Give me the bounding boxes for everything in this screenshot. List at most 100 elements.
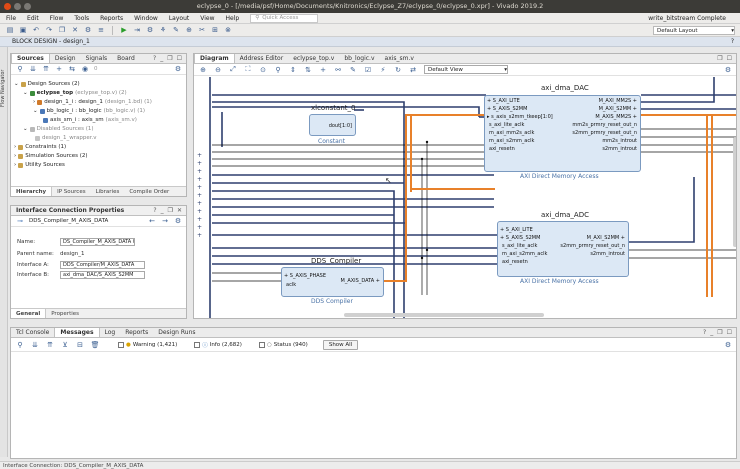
tab-tcl-console[interactable]: Tcl Console <box>16 329 50 336</box>
program-icon[interactable]: ⚙ <box>146 26 154 34</box>
name-field[interactable]: DS_Compiler_M_AXIS_DATA 0 <box>60 238 135 246</box>
delete-icon[interactable]: ✕ <box>72 26 78 34</box>
layout-icon[interactable]: ⊞ <box>212 26 218 34</box>
close-icon[interactable]: ✕ <box>176 207 182 214</box>
restore-icon[interactable]: ❐ <box>717 55 723 62</box>
help-icon[interactable]: ? <box>730 38 734 45</box>
fit-selection-icon[interactable]: ⛶ <box>245 65 251 73</box>
tab-general[interactable]: General <box>11 309 47 318</box>
interface-a-field[interactable]: DDS_Compiler/M_AXIS_DATA <box>60 261 145 269</box>
quick-access-input[interactable]: ⚲ Quick Access <box>250 13 319 23</box>
minimize-icon[interactable]: _ <box>710 329 714 336</box>
tab-eclypse-top[interactable]: eclypse_top.v <box>293 55 335 62</box>
menu-view[interactable]: View <box>200 14 215 22</box>
layout-select[interactable]: Default Layout ▾ <box>653 26 735 35</box>
menu-flow[interactable]: Flow <box>49 14 64 22</box>
debug-icon[interactable]: ⚘ <box>159 26 167 34</box>
copy-icon[interactable]: ❐ <box>58 26 66 34</box>
new-project-icon[interactable]: ▤ <box>6 26 14 34</box>
bitstream-icon[interactable]: ⊕ <box>186 26 192 34</box>
tree-axis-sm[interactable]: axis_sm_i : axis_sm(axis_sm.v) <box>43 116 137 124</box>
connect-icon[interactable]: ⚯ <box>335 65 341 74</box>
menu-layout[interactable]: Layout <box>168 14 190 22</box>
tab-design-runs[interactable]: Design Runs <box>158 329 196 336</box>
tab-compile-order[interactable]: Compile Order <box>129 189 170 195</box>
diagram-canvas[interactable]: +++++++++++ xlconstant_0 dout[1:0] Const… <box>194 77 736 318</box>
select-icon[interactable]: ⊙ <box>260 65 266 74</box>
tree-wrapper[interactable]: design_1_wrapper.v <box>35 134 97 142</box>
zoom-in-icon[interactable]: ⊕ <box>200 65 206 74</box>
validate-icon[interactable]: ☑ <box>364 65 372 74</box>
tab-hierarchy[interactable]: Hierarchy <box>11 187 53 196</box>
cancel-icon[interactable]: ⊗ <box>225 26 231 34</box>
restore-icon[interactable]: ❐ <box>717 329 723 336</box>
run-icon[interactable]: ▶ <box>121 26 127 34</box>
menu-file[interactable]: File <box>6 14 17 22</box>
tab-ip-sources[interactable]: IP Sources <box>57 189 86 195</box>
undo-icon[interactable]: ↶ <box>33 26 39 34</box>
move-icon[interactable]: ⇆ <box>69 65 75 73</box>
tree-utility-sources[interactable]: ›Utility Sources <box>14 162 65 168</box>
tab-reports[interactable]: Reports <box>125 329 149 336</box>
tree-eclypse-top[interactable]: ⌄eclypse_top(eclypse_top.v) (2) <box>23 90 127 96</box>
maximize-icon[interactable]: ☐ <box>726 55 732 62</box>
delete-icon[interactable]: 🗑 <box>90 340 100 349</box>
menu-window[interactable]: Window <box>134 14 158 22</box>
settings-icon[interactable]: ⚙ <box>84 26 92 34</box>
menu-edit[interactable]: Edit <box>27 14 39 22</box>
help-icon[interactable]: ? <box>153 207 157 214</box>
minimize-icon[interactable]: _ <box>160 207 164 214</box>
horizontal-scrollbar[interactable] <box>344 313 544 317</box>
expand-all-icon[interactable]: ⇈ <box>47 340 53 349</box>
help-icon[interactable]: ? <box>153 55 157 62</box>
collapse-all-icon[interactable]: ⇊ <box>30 65 36 73</box>
dds-block[interactable]: + S_AXIS_PHASE aclk M_AXIS_DATA + <box>281 267 384 297</box>
forward-icon[interactable]: → <box>162 217 168 225</box>
zoom-out-icon[interactable]: ⊖ <box>215 65 221 74</box>
tab-sources[interactable]: Sources <box>11 54 50 63</box>
tab-design[interactable]: Design <box>54 55 76 62</box>
help-icon[interactable]: ? <box>703 329 707 336</box>
search-icon[interactable]: ⚲ <box>275 65 281 74</box>
view-select[interactable]: Default View ▾ <box>424 65 508 74</box>
tab-log[interactable]: Log <box>104 329 116 336</box>
restore-icon[interactable]: ❐ <box>167 207 173 214</box>
search-icon[interactable]: ⚲ <box>17 65 23 73</box>
implement-icon[interactable]: ✎ <box>173 26 179 34</box>
collapse-all-icon[interactable]: ⇊ <box>32 340 38 349</box>
wrench-icon[interactable]: ✎ <box>350 65 356 74</box>
gear-icon[interactable]: ⚙ <box>724 65 732 74</box>
gear-icon[interactable]: ⚙ <box>724 340 732 349</box>
fit-icon[interactable]: ⤢ <box>230 65 236 73</box>
minimize-window-icon[interactable] <box>14 3 21 10</box>
tab-board[interactable]: Board <box>117 55 135 62</box>
auto-connect-icon[interactable]: ⚡ <box>380 65 386 74</box>
tree-simulation-sources[interactable]: ›Simulation Sources (2) <box>14 153 88 159</box>
dma-dac-block[interactable]: + S_AXI_LITE + S_AXIS_S2MM ▸ s_axis_s2mm… <box>484 95 641 172</box>
warning-checkbox[interactable] <box>118 341 124 348</box>
maximize-window-icon[interactable] <box>24 3 31 10</box>
expand-all-icon[interactable]: ⇈ <box>43 65 49 73</box>
search-icon[interactable]: ⚲ <box>17 340 23 349</box>
back-icon[interactable]: ← <box>149 217 155 225</box>
interface-b-field[interactable]: axi_dma_DAC/S_AXIS_S2MM <box>60 271 145 279</box>
gear-icon[interactable]: ⚙ <box>174 217 182 225</box>
tab-bb-logic[interactable]: bb_logic.v <box>344 55 375 62</box>
menu-tools[interactable]: Tools <box>74 14 90 22</box>
vertical-scrollbar[interactable] <box>733 137 736 247</box>
tab-messages[interactable]: Messages <box>54 328 100 337</box>
tab-address-editor[interactable]: Address Editor <box>239 55 284 62</box>
tree-design-sources[interactable]: ⌄Design Sources (2) <box>14 81 80 87</box>
show-all-button[interactable]: Show All <box>322 339 359 350</box>
circle-icon[interactable]: ◉ <box>81 65 89 73</box>
restore-icon[interactable]: ❐ <box>167 55 173 62</box>
step-icon[interactable]: ⇥ <box>134 26 140 34</box>
add-ip-icon[interactable]: + <box>320 65 326 74</box>
minimize-icon[interactable]: _ <box>160 55 164 62</box>
tree-bb-logic[interactable]: ⌄bb_logic_i : bb_logic(bb_logic.v) (1) <box>33 108 146 114</box>
menu-help[interactable]: Help <box>225 14 240 22</box>
xlconstant-block[interactable]: dout[1:0] <box>309 114 356 136</box>
redo-icon[interactable]: ↷ <box>46 26 52 34</box>
filter-icon[interactable]: ⊻ <box>62 340 68 349</box>
tree-constraints[interactable]: ›Constraints (1) <box>14 144 67 150</box>
